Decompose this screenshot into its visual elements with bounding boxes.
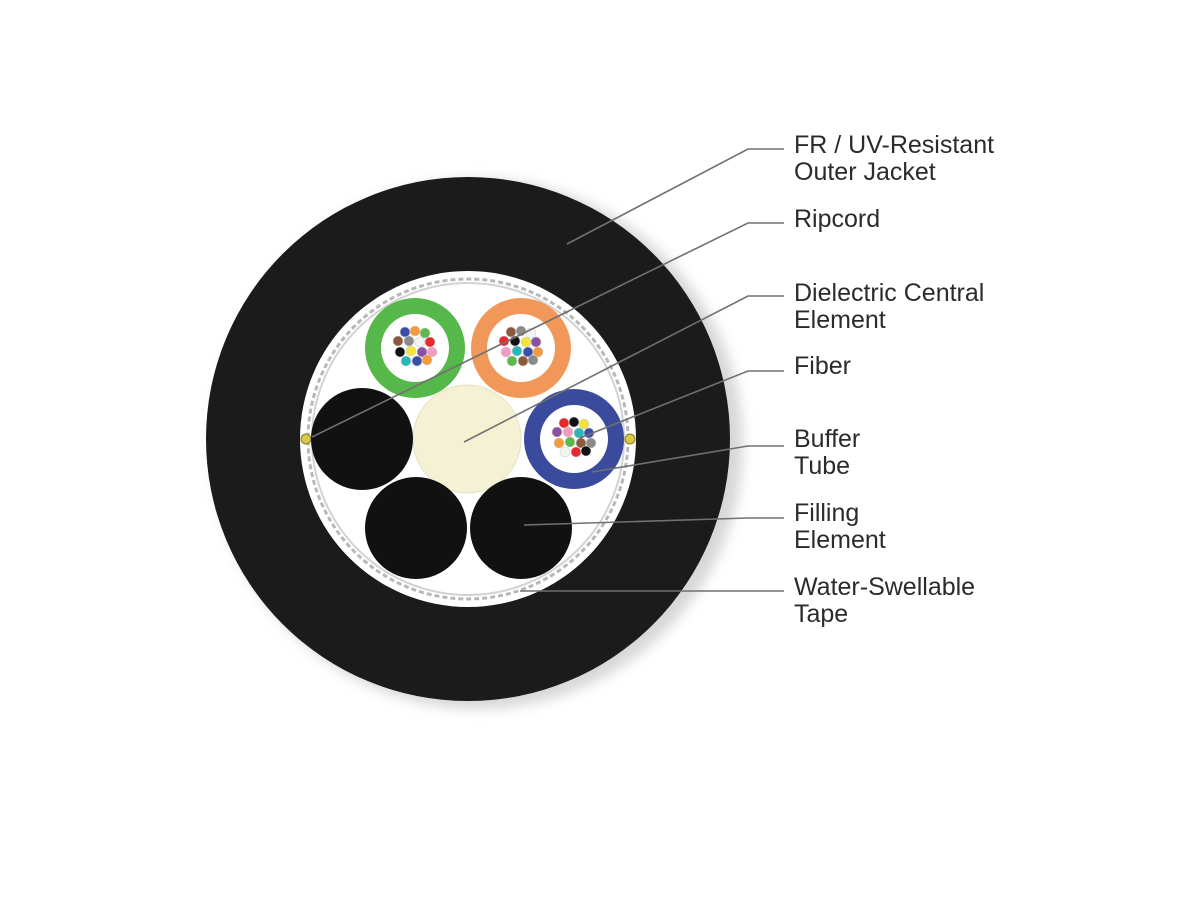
fiber (580, 445, 592, 457)
fiber (392, 335, 404, 347)
fiber (506, 355, 518, 367)
fiber (403, 335, 415, 347)
fiber (511, 345, 523, 357)
fiber (411, 355, 423, 367)
label-line: Element (794, 306, 886, 334)
label-line: Dielectric Central (794, 279, 985, 307)
fiber (419, 327, 431, 339)
label-line: Filling (794, 499, 860, 527)
fiber (559, 446, 571, 458)
buffer-tube-green (365, 298, 465, 398)
ripcord-left (300, 433, 312, 445)
label-ripcord: Ripcord (794, 206, 880, 233)
label-line: Fiber (794, 352, 851, 380)
fiber (394, 346, 406, 358)
leader-line-filling (523, 517, 784, 526)
fiber (517, 355, 529, 367)
label-outer-jacket: FR / UV-Resistant Outer Jacket (794, 132, 994, 186)
fiber (551, 426, 563, 438)
fiber (527, 354, 539, 366)
fiber (424, 336, 436, 348)
filling-element (311, 388, 413, 490)
label-filling-element: Filling Element (794, 500, 886, 554)
fiber (426, 346, 438, 358)
fiber (570, 446, 582, 458)
fiber (421, 354, 433, 366)
fiber (500, 346, 512, 358)
fiber (558, 417, 570, 429)
label-line: Water-Swellable (794, 573, 976, 601)
label-line: Tape (794, 600, 849, 628)
leader-line-fiber (579, 370, 784, 439)
fiber (564, 436, 576, 448)
fiber (400, 355, 412, 367)
fiber (409, 325, 421, 337)
fiber (578, 418, 590, 430)
label-dielectric-central-element: Dielectric Central Element (794, 280, 984, 334)
label-line: Ripcord (794, 205, 881, 233)
fiber (553, 437, 565, 449)
label-line: Element (794, 526, 886, 554)
filling-element (365, 477, 467, 579)
fiber (532, 346, 544, 358)
fiber (562, 426, 574, 438)
buffer-tube-blue (524, 389, 624, 489)
fiber (568, 416, 580, 428)
fiber (399, 326, 411, 338)
filling-element (470, 477, 572, 579)
leader-line-central (463, 295, 784, 443)
fiber (530, 336, 542, 348)
dielectric-central-element (412, 384, 522, 494)
label-line: Outer Jacket (794, 158, 936, 186)
label-water-swellable-tape: Water-Swellable Tape (794, 574, 975, 628)
fiber (520, 336, 532, 348)
label-fiber: Fiber (794, 353, 851, 380)
label-line: Tube (794, 452, 851, 480)
fiber (505, 326, 517, 338)
leader-line-ripcord (311, 222, 784, 438)
leader-line-buffer (591, 445, 784, 473)
leader-line-jacket (566, 148, 784, 245)
label-line: Buffer (794, 425, 861, 453)
fiber (585, 437, 597, 449)
label-line: FR / UV-Resistant (794, 131, 995, 159)
buffer-tube-orange (471, 298, 571, 398)
ripcord-right (624, 433, 636, 445)
label-buffer-tube: Buffer Tube (794, 426, 860, 480)
fiber (414, 336, 426, 348)
fiber (405, 345, 417, 357)
